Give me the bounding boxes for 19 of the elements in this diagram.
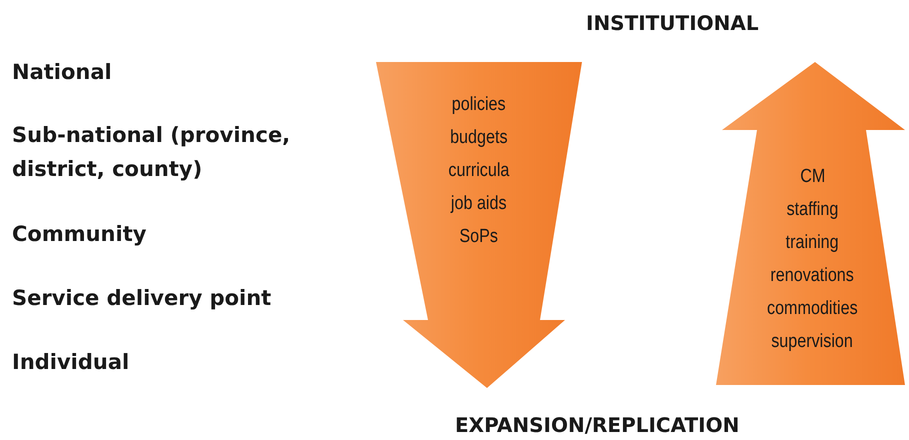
arrow-text: CM — [800, 165, 826, 189]
level-label: Service delivery point — [12, 285, 272, 312]
arrow-text: job aids — [451, 192, 507, 216]
arrow-text: SoPs — [460, 225, 498, 249]
arrow-text: supervision — [772, 330, 854, 354]
level-label: National — [12, 59, 113, 86]
arrow-text: commodities — [767, 297, 858, 321]
arrow-text: policies — [452, 93, 506, 117]
down-arrow — [376, 62, 582, 388]
arrow-text: curricula — [448, 159, 510, 183]
arrow-text: budgets — [450, 126, 508, 150]
arrow-text: training — [786, 231, 839, 255]
level-label: Community — [12, 221, 148, 248]
arrow-text: staffing — [786, 198, 838, 222]
arrow-text: renovations — [770, 264, 854, 288]
level-label: Individual — [12, 349, 130, 376]
level-label: Sub-national (province, district, county) — [12, 122, 292, 183]
axis-heading: INSTITUTIONAL — [586, 10, 760, 37]
axis-heading: EXPANSION/REPLICATION — [455, 412, 740, 439]
